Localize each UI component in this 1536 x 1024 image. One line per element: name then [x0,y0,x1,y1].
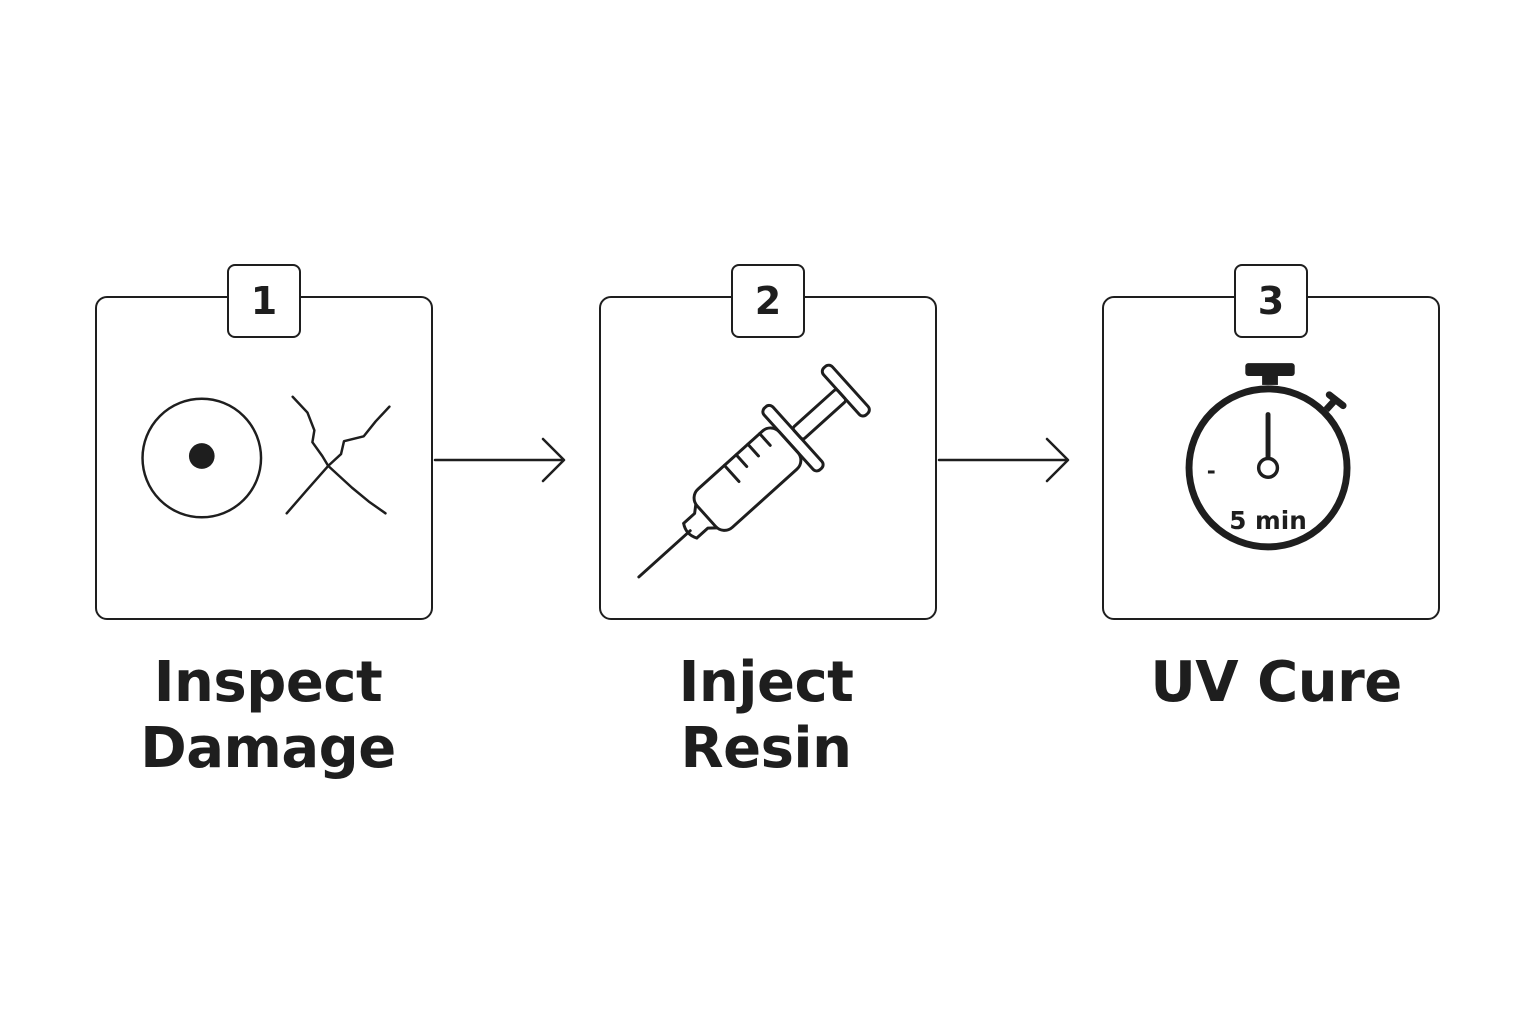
syringe-icon [637,363,871,579]
step-number-badge: 2 [731,264,805,338]
step-title-line: Inject [678,650,854,715]
step-title-inject-resin: Inject Resin [566,650,966,782]
step-number-badge: 1 [227,264,301,338]
step-card-uv-cure: 3 - 5 min [1102,264,1440,620]
arrow-right-icon [937,437,1070,483]
step-title-line: Resin [680,716,853,781]
step-card-inject-resin: 2 [599,264,937,620]
step-title-uv-cure: UV Cure [1076,650,1476,716]
arrow-right-icon [433,437,566,483]
step-title-line: UV Cure [1150,650,1402,715]
stopwatch-icon: - 5 min [1185,363,1351,551]
timer-tick-label: - [1207,459,1216,484]
step-card-inspect-damage: 1 [95,264,433,620]
timer-duration-label: 5 min [1229,506,1307,535]
crack-icon [285,395,391,515]
step-number-badge: 3 [1234,264,1308,338]
step-title-inspect-damage: Inspect Damage [68,650,468,782]
chip-and-crack-icon [141,395,391,519]
step-title-line: Inspect [153,650,383,715]
chip-icon [141,397,263,519]
step-title-line: Damage [140,716,396,781]
